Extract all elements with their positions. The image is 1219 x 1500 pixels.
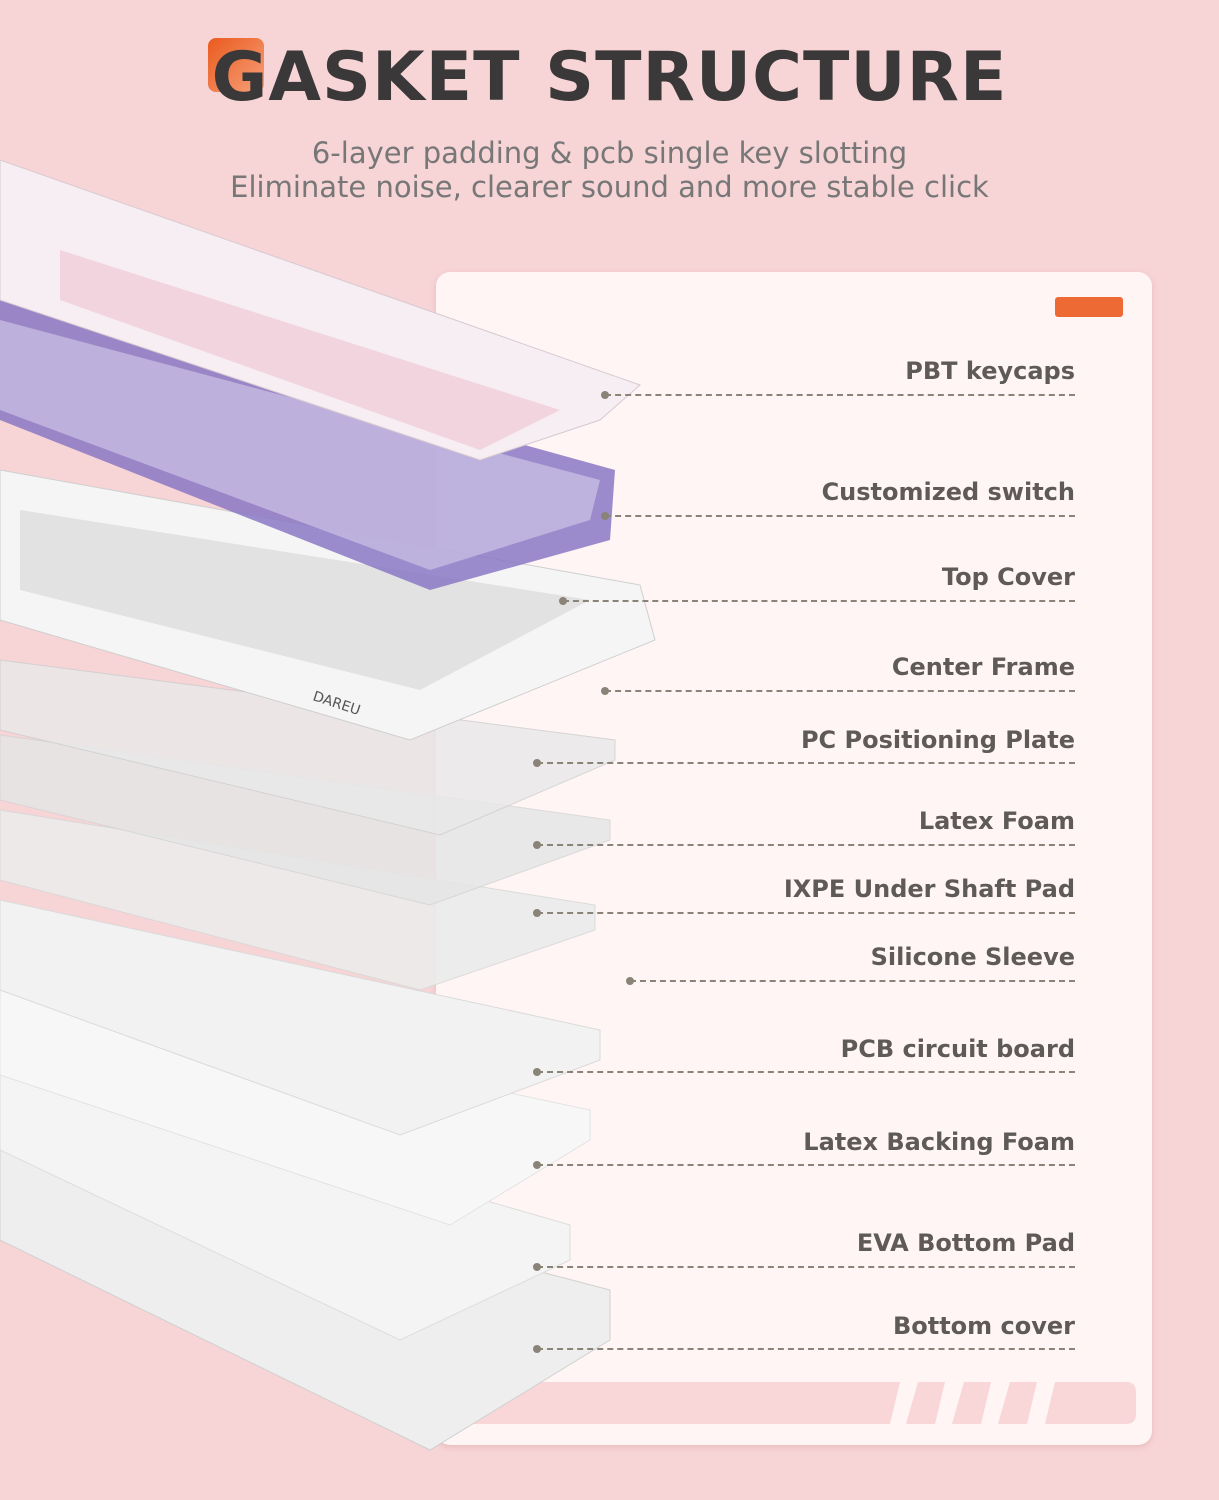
leader-line [563,600,1075,602]
leader-dot [533,1263,541,1271]
leader-line [537,912,1075,914]
layer-label-ixpe-under-shaft-pad: IXPE Under Shaft Pad [783,875,1075,903]
leader-line [537,1071,1075,1073]
leader-line [537,1266,1075,1268]
keyboard-exploded-illustration: DAREU [0,159,656,1451]
leader-line [537,844,1075,846]
page-title: GASKET STRUCTURE [211,38,1008,117]
subtitle-line-1: 6-layer padding & pcb single key slottin… [311,136,908,170]
leader-dot [533,1345,541,1353]
leader-dot [533,841,541,849]
leader-line [537,762,1075,764]
title-accent-square [208,38,264,92]
leader-dot [559,597,567,605]
leader-dot [601,512,609,520]
leader-line [537,1348,1075,1350]
leader-dot [533,1068,541,1076]
leader-line [605,394,1075,396]
layer-label-silicone-sleeve: Silicone Sleeve [870,943,1075,971]
layer-label-pbt-keycaps: PBT keycaps [905,357,1075,385]
leader-dot [533,759,541,767]
leader-line [605,515,1075,517]
layer-label-pc-positioning-plate: PC Positioning Plate [800,726,1075,754]
layer-label-bottom-cover: Bottom cover [892,1312,1075,1340]
leader-dot [601,687,609,695]
layer-label-eva-bottom-pad: EVA Bottom Pad [856,1229,1075,1257]
accent-tag [1055,297,1123,317]
layer-label-top-cover: Top Cover [941,563,1075,591]
leader-line [605,690,1075,692]
layer-label-latex-backing-foam: Latex Backing Foam [803,1128,1075,1156]
pcb-layer [0,899,601,1136]
leader-dot [601,391,609,399]
positioning-plate-layer [0,659,616,836]
leader-line [630,980,1075,982]
subtitle-line-2: Eliminate noise, clearer sound and more … [230,170,989,204]
leader-dot [626,977,634,985]
decorative-stripes [440,1382,1136,1424]
leader-line [537,1164,1075,1166]
layer-label-latex-foam: Latex Foam [918,807,1075,835]
layer-label-pcb-circuit-board: PCB circuit board [840,1035,1075,1063]
leader-dot [533,1161,541,1169]
leader-dot [533,909,541,917]
layer-label-center-frame: Center Frame [891,653,1075,681]
ixpe-layer [0,809,596,991]
layer-label-customized-switch: Customized switch [821,478,1075,506]
